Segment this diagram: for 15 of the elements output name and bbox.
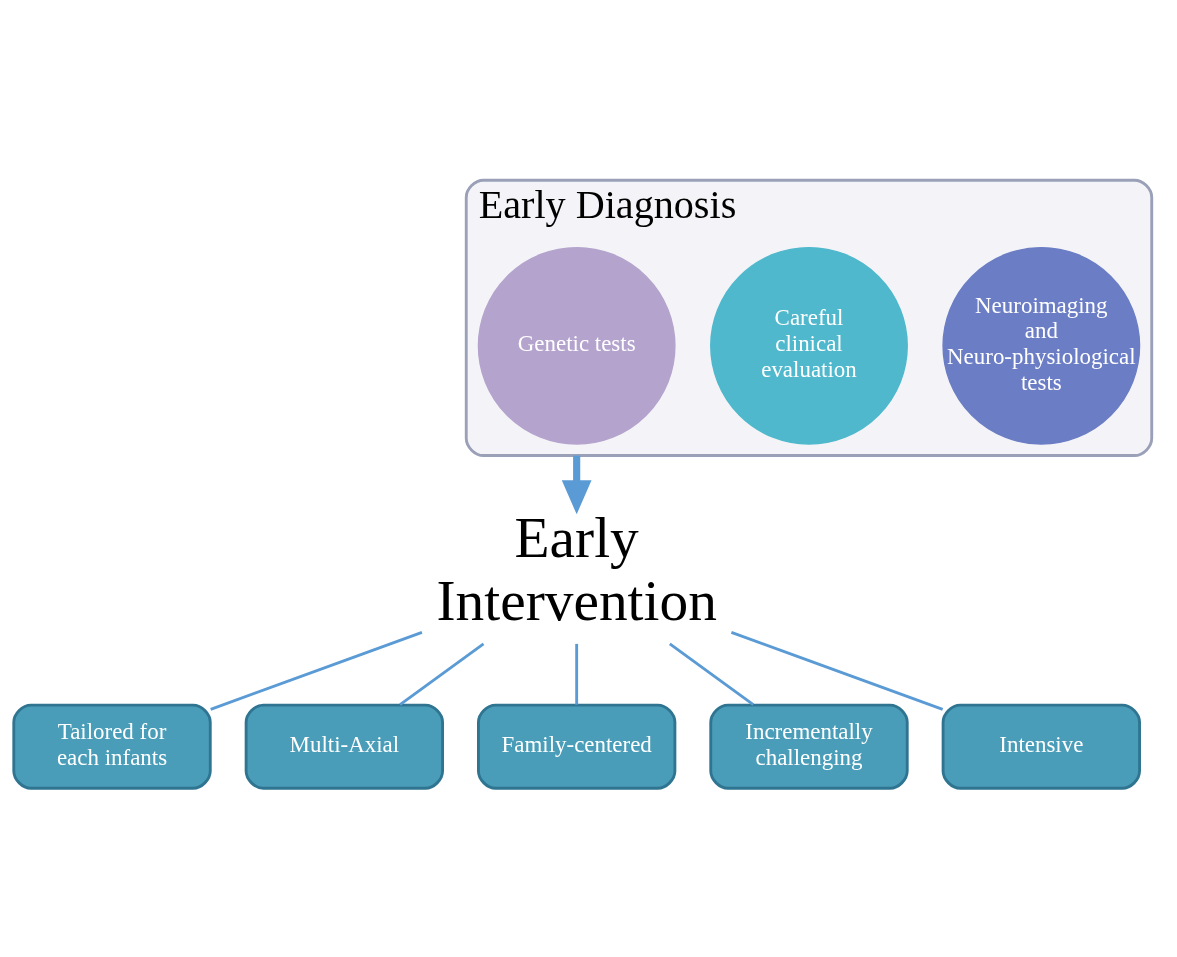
node-circle: Careful clinical evaluation: [710, 246, 908, 445]
node-box: Tailored for each infants: [12, 703, 212, 790]
arrow: [561, 455, 592, 515]
node-circle: Genetic tests: [477, 246, 676, 445]
node-text: Early Intervention: [436, 506, 717, 633]
connector: [730, 631, 944, 711]
connector: [210, 631, 423, 711]
node-box: Intensive: [941, 703, 1141, 790]
node-box: Incrementally challenging: [709, 703, 909, 790]
connector: [575, 643, 579, 705]
connector: [399, 642, 485, 706]
node-box: Family-centered: [477, 703, 677, 790]
connector: [669, 642, 755, 706]
node-box: Multi-Axial: [244, 703, 444, 790]
node-circle: Neuroimaging and Neuro-physiological tests: [942, 246, 1141, 445]
